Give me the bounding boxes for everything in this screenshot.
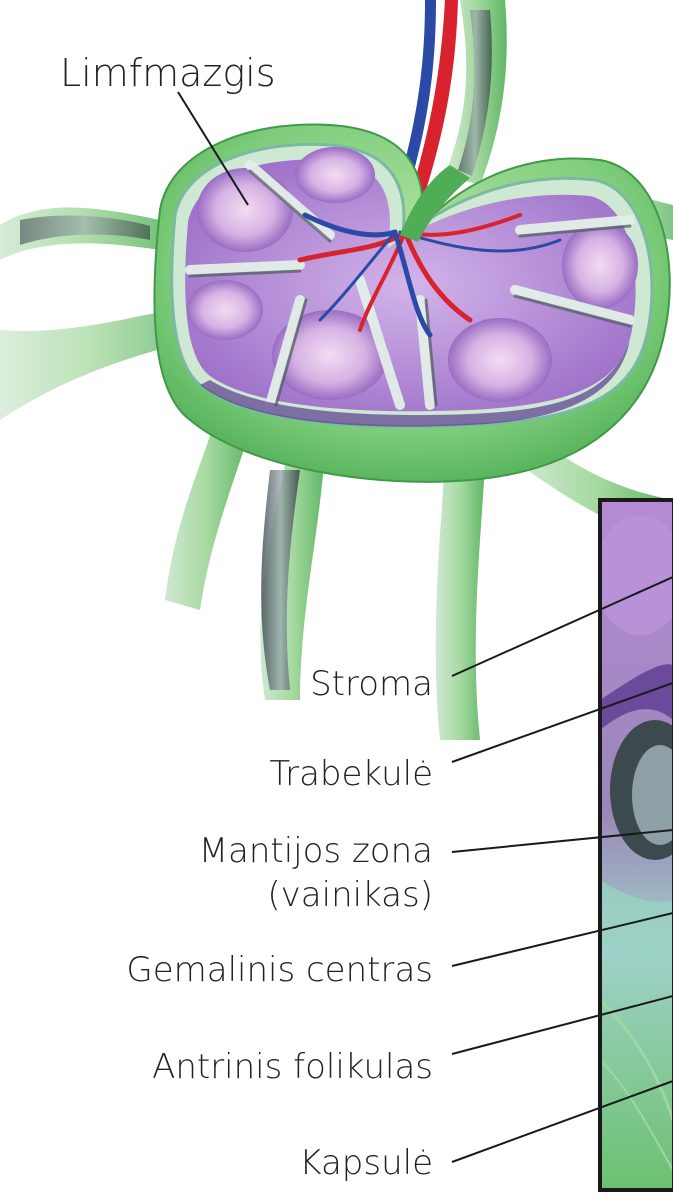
label-secondary-follicle: Antrinis folikulas bbox=[152, 1047, 433, 1087]
histology-inset bbox=[595, 500, 673, 1190]
follicle bbox=[295, 147, 375, 203]
label-mantle-zone: Mantijos zona bbox=[199, 831, 433, 871]
label-capsule: Kapsulė bbox=[299, 1143, 433, 1183]
follicle bbox=[187, 280, 263, 340]
follicle bbox=[448, 318, 552, 402]
follicle bbox=[562, 221, 638, 309]
label-stroma: Stroma bbox=[310, 664, 433, 704]
follicle bbox=[197, 168, 293, 252]
label-germinal-center: Gemalinis centras bbox=[126, 950, 433, 990]
label-mantle-zone-corona: (vainikas) bbox=[267, 875, 433, 915]
label-trabecula: Trabekulė bbox=[269, 754, 433, 794]
label-lymph-node: Limfmazgis bbox=[60, 51, 276, 95]
